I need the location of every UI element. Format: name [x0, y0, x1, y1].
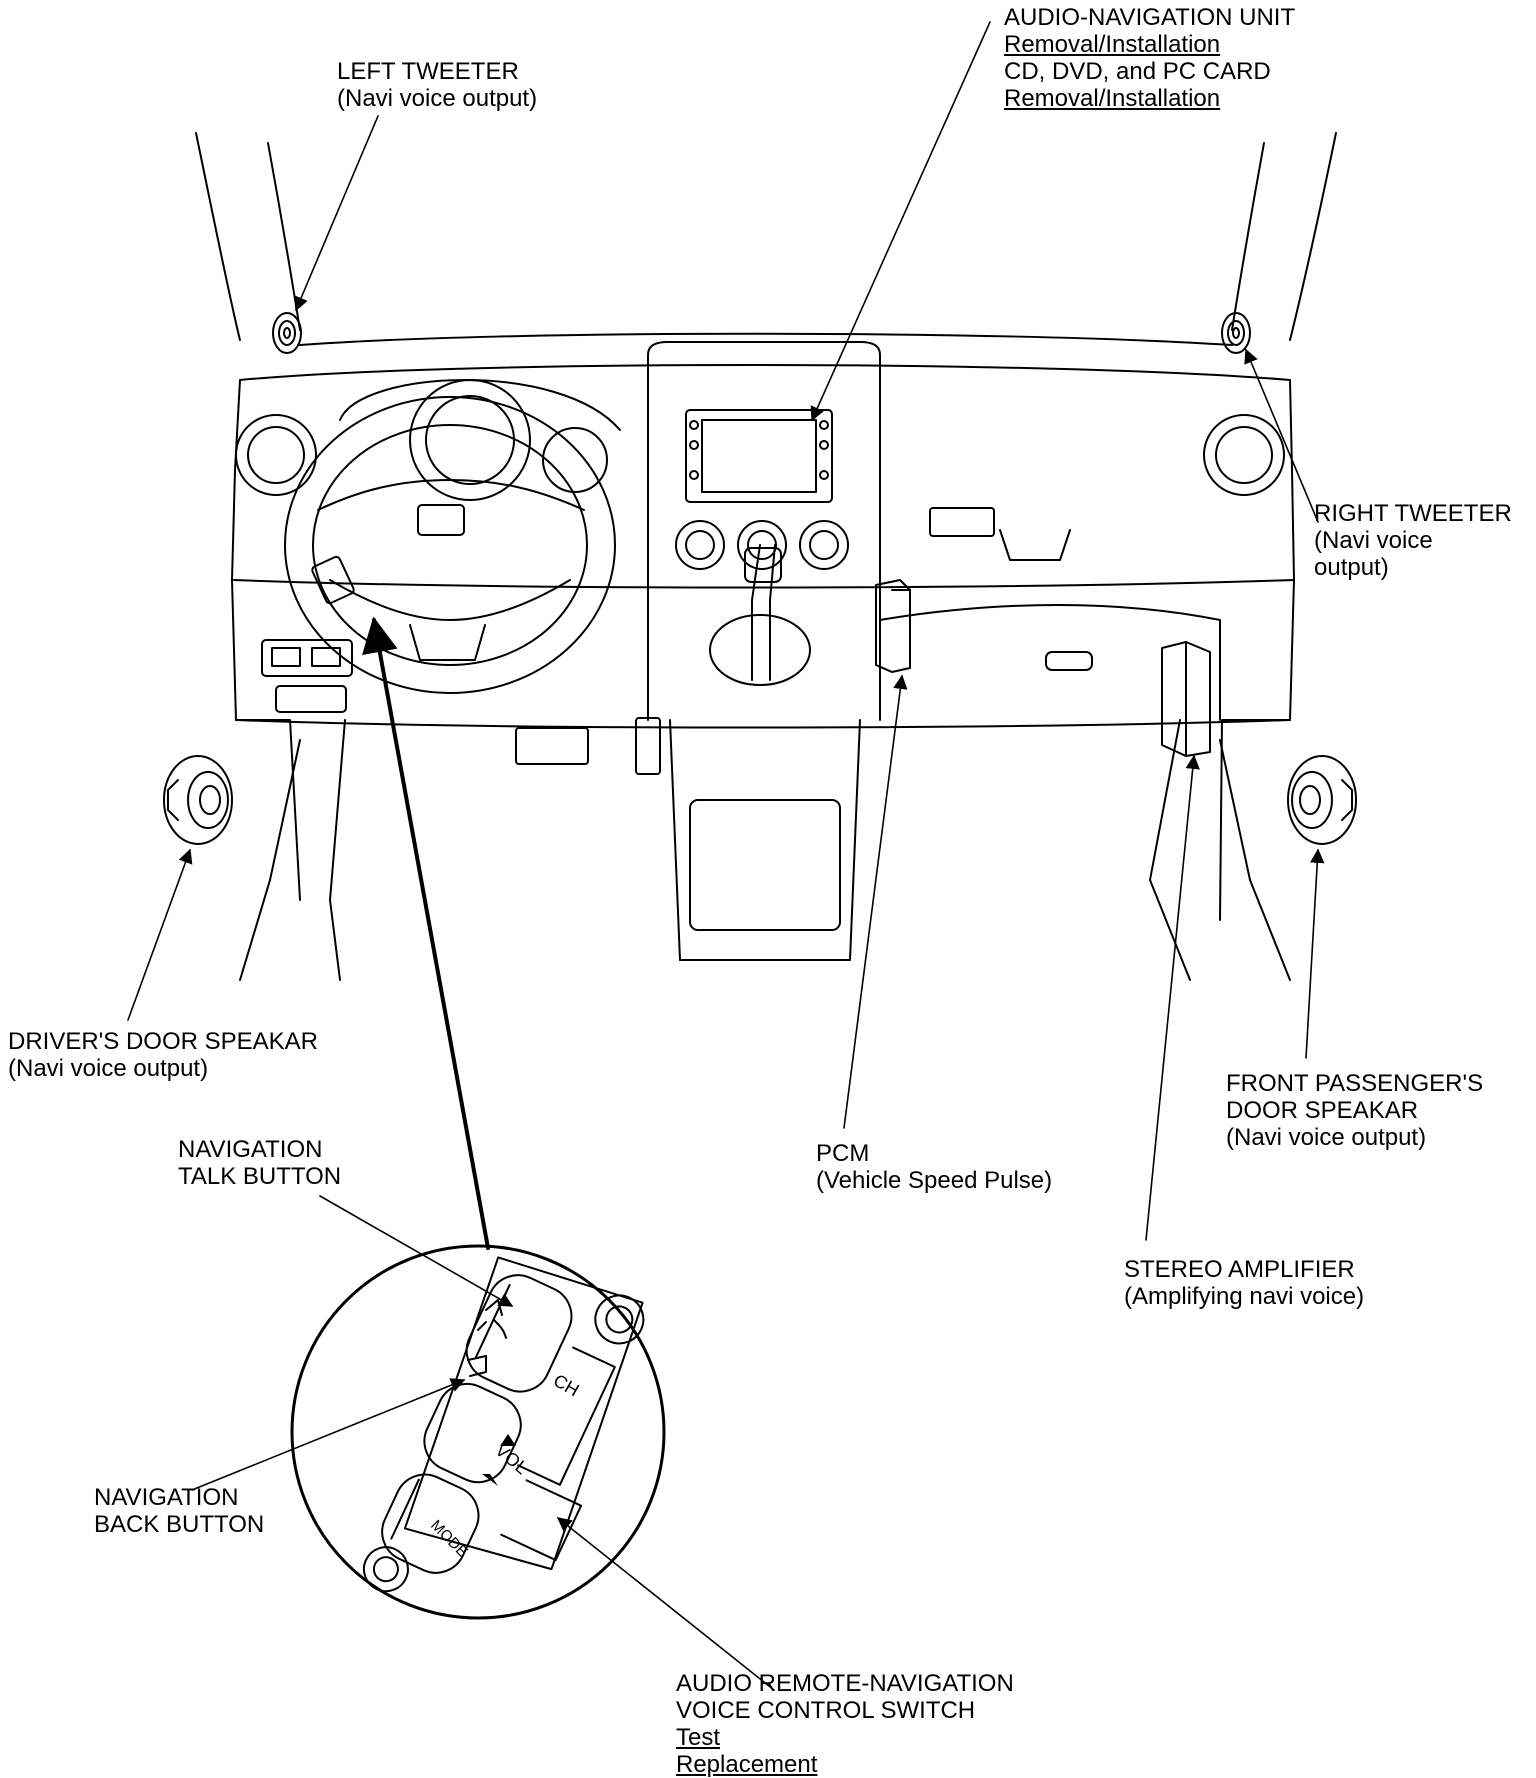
- amplifier-box: [1161, 641, 1211, 757]
- switch-detail-callout: CH VOL MODE: [290, 1244, 666, 1620]
- left-tweeter-shape: [272, 312, 302, 354]
- pcm-callout: PCM (Vehicle Speed Pulse): [816, 1140, 1052, 1194]
- leader-back-button: [191, 1378, 466, 1491]
- audio-nav-title: AUDIO-NAVIGATION UNIT: [1004, 4, 1296, 31]
- passenger-speaker-line-1: FRONT PASSENGER'S: [1226, 1070, 1484, 1097]
- driver-speaker-callout: DRIVER'S DOOR SPEAKAR (Navi voice output…: [8, 1028, 318, 1082]
- leader-lines: [127, 21, 1325, 1691]
- right-tweeter-note-1: (Navi voice: [1314, 527, 1433, 554]
- audio-nav-media-removal-link[interactable]: Removal/Installation: [1004, 85, 1221, 112]
- leader-right-tweeter: [1244, 348, 1319, 523]
- right-tweeter-shape: [1221, 312, 1251, 354]
- vol-down-arrow-icon: [482, 1474, 498, 1486]
- right-tweeter-note-2: output): [1314, 554, 1389, 581]
- passenger-door-speaker-shape: [1287, 755, 1357, 845]
- switch-label-mode: MODE: [427, 1517, 471, 1561]
- leader-audio-nav: [810, 21, 991, 422]
- left-tweeter-callout: LEFT TWEETER (Navi voice output): [337, 58, 537, 112]
- pcm-box: [875, 579, 911, 673]
- center-stack: [647, 341, 881, 961]
- driver-speaker-note: (Navi voice output): [8, 1055, 209, 1082]
- right-tweeter-callout: RIGHT TWEETER (Navi voice output): [1314, 500, 1512, 581]
- instrument-cluster: [339, 379, 621, 501]
- leader-switch-detail: [362, 616, 490, 1250]
- remote-switch-replacement-link[interactable]: Replacement: [676, 1751, 818, 1778]
- vol-up-arrow-icon: [500, 1434, 516, 1446]
- remote-switch-line-2: VOICE CONTROL SWITCH: [676, 1697, 976, 1724]
- left-tweeter-note: (Navi voice output): [337, 85, 538, 112]
- remote-switch-callout: AUDIO REMOTE-NAVIGATION VOICE CONTROL SW…: [676, 1670, 1014, 1778]
- leader-amplifier: [1145, 754, 1200, 1241]
- back-button-line-2: BACK BUTTON: [94, 1511, 265, 1538]
- switch-label-ch: CH: [550, 1370, 583, 1400]
- amplifier-note: (Amplifying navi voice): [1124, 1283, 1365, 1310]
- pcm-title: PCM: [816, 1140, 870, 1167]
- remote-switch-test-link[interactable]: Test: [676, 1724, 721, 1751]
- audio-nav-removal-link[interactable]: Removal/Installation: [1004, 31, 1221, 58]
- leader-talk-button: [319, 1195, 514, 1307]
- pcm-note: (Vehicle Speed Pulse): [816, 1167, 1053, 1194]
- back-button-line-1: NAVIGATION: [94, 1484, 239, 1511]
- driver-door-speaker-shape: [163, 755, 233, 845]
- passenger-speaker-note: (Navi voice output): [1226, 1124, 1427, 1151]
- remote-switch-line-1: AUDIO REMOTE-NAVIGATION: [676, 1670, 1014, 1697]
- right-tweeter-title: RIGHT TWEETER: [1314, 500, 1512, 527]
- back-button-callout: NAVIGATION BACK BUTTON: [94, 1484, 264, 1538]
- talk-button-line-1: NAVIGATION: [178, 1136, 323, 1163]
- passenger-speaker-line-2: DOOR SPEAKAR: [1226, 1097, 1419, 1124]
- talk-button-line-2: TALK BUTTON: [178, 1163, 342, 1190]
- leader-left-tweeter: [294, 115, 379, 312]
- steering-wheel: [284, 396, 616, 694]
- audio-nav-media-title: CD, DVD, and PC CARD: [1004, 58, 1271, 85]
- talk-button-callout: NAVIGATION TALK BUTTON: [178, 1136, 341, 1190]
- passenger-speaker-callout: FRONT PASSENGER'S DOOR SPEAKAR (Navi voi…: [1226, 1070, 1483, 1151]
- dashboard: [231, 332, 1295, 921]
- left-tweeter-title: LEFT TWEETER: [337, 58, 519, 85]
- amplifier-title: STEREO AMPLIFIER: [1124, 1256, 1355, 1283]
- pedals: [515, 717, 661, 775]
- leader-remote-switch: [556, 1517, 775, 1691]
- amplifier-callout: STEREO AMPLIFIER (Amplifying navi voice): [1124, 1256, 1364, 1310]
- leader-driver-speaker: [127, 848, 193, 1021]
- driver-speaker-title: DRIVER'S DOOR SPEAKAR: [8, 1028, 318, 1055]
- audio-nav-callout: AUDIO-NAVIGATION UNIT Removal/Installati…: [1004, 4, 1295, 112]
- leader-passenger-speaker: [1305, 848, 1325, 1059]
- a-pillars: [195, 132, 1337, 341]
- leader-pcm: [843, 674, 908, 1129]
